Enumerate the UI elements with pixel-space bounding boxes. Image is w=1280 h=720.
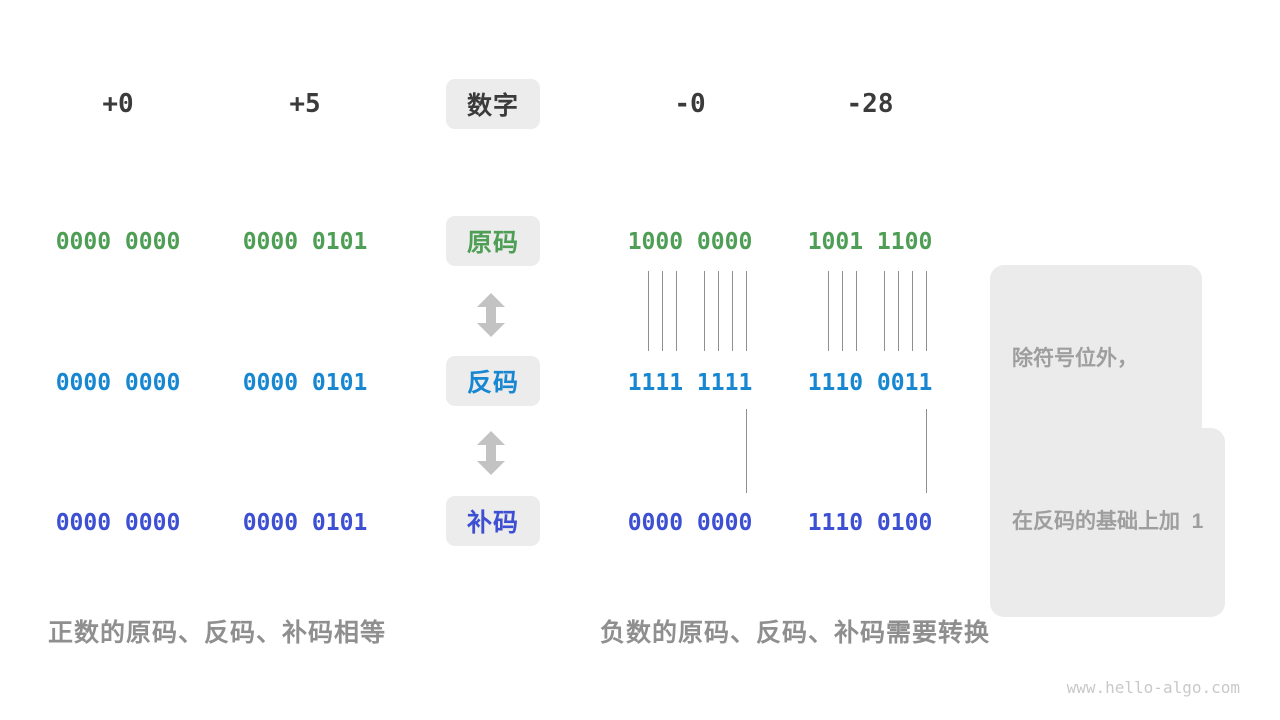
ones-complement-neg-zero: 1111 1111 [627,370,753,396]
updown-arrow-icon [477,431,505,475]
bit-connector-line [828,271,829,351]
bit-connector-line [732,271,733,351]
bit-connector-line [746,271,747,351]
add-one-note: 在反码的基础上加 1 [990,428,1226,617]
bit-connector-line [884,271,885,351]
decimal-value-pos-zero: +0 [102,89,134,119]
number-badge: 数字 [445,79,541,129]
ones-complement-badge: 反码 [445,356,541,406]
watermark: www.hello-algo.com [1066,678,1240,697]
ones-complement-pos-five: 0000 0101 [242,370,368,396]
add-one-connector-line [746,409,747,493]
decimal-value-neg-twenty-eight: -28 [846,89,894,119]
bit-connector-line [676,271,677,351]
sign-magnitude-neg-zero: 1000 0000 [627,229,753,255]
decimal-value-pos-five: +5 [289,89,321,119]
sign-magnitude-pos-zero: 0000 0000 [55,229,181,255]
bit-connector-line [856,271,857,351]
bit-connector-line [912,271,913,351]
bit-connector-line [926,271,927,351]
updown-arrow-icon [477,293,505,337]
bit-connector-line [718,271,719,351]
invert-bits-note-line1: 除符号位外， [1012,347,1138,371]
ones-complement-pos-zero: 0000 0000 [55,370,181,396]
sign-magnitude-neg-twenty-eight: 1001 1100 [807,229,933,255]
twos-complement-pos-zero: 0000 0000 [55,510,181,536]
twos-complement-neg-zero: 0000 0000 [627,510,753,536]
bit-connector-line [898,271,899,351]
twos-complement-neg-twenty-eight: 1110 0100 [807,510,933,536]
sign-magnitude-pos-five: 0000 0101 [242,229,368,255]
decimal-value-neg-zero: -0 [674,89,706,119]
positive-numbers-caption: 正数的原码、反码、补码相等 [48,619,387,647]
ones-complement-neg-twenty-eight: 1110 0011 [807,370,933,396]
bit-connector-line [648,271,649,351]
add-one-note-line1: 在反码的基础上加 1 [1012,510,1204,534]
bit-connector-line [662,271,663,351]
twos-complement-pos-five: 0000 0101 [242,510,368,536]
twos-complement-badge: 补码 [445,496,541,546]
negative-numbers-caption: 负数的原码、反码、补码需要转换 [600,619,991,647]
sign-magnitude-badge: 原码 [445,216,541,266]
bit-connector-line [842,271,843,351]
add-one-connector-line [926,409,927,493]
bit-connector-line [704,271,705,351]
